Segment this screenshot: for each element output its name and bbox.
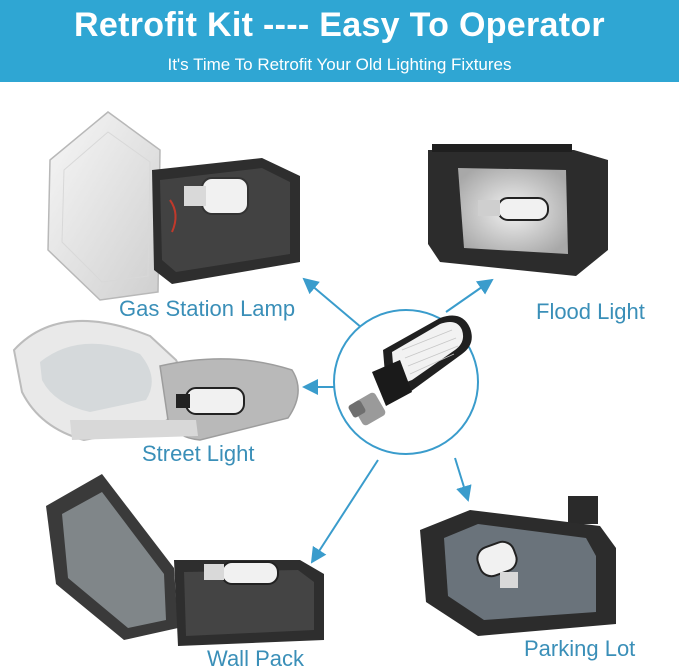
flood-light-image [428, 144, 608, 276]
banner-title: Retrofit Kit ---- Easy To Operator [74, 6, 605, 44]
label-street-light: Street Light [142, 441, 255, 466]
center-led-bulb [333, 309, 479, 455]
header-banner: Retrofit Kit ---- Easy To Operator It's … [0, 0, 679, 82]
label-wall-pack: Wall Pack [207, 646, 304, 671]
street-light-image [12, 320, 299, 442]
gas-station-lamp-image [47, 111, 300, 301]
parking-lot-image [420, 496, 616, 636]
arrows [302, 277, 494, 564]
label-gas-station-lamp: Gas Station Lamp [119, 296, 296, 321]
banner-subtitle: It's Time To Retrofit Your Old Lighting … [167, 55, 512, 74]
label-flood-light: Flood Light [536, 299, 645, 324]
wall-pack-image [46, 474, 324, 646]
label-parking-lot: Parking Lot [524, 636, 636, 661]
